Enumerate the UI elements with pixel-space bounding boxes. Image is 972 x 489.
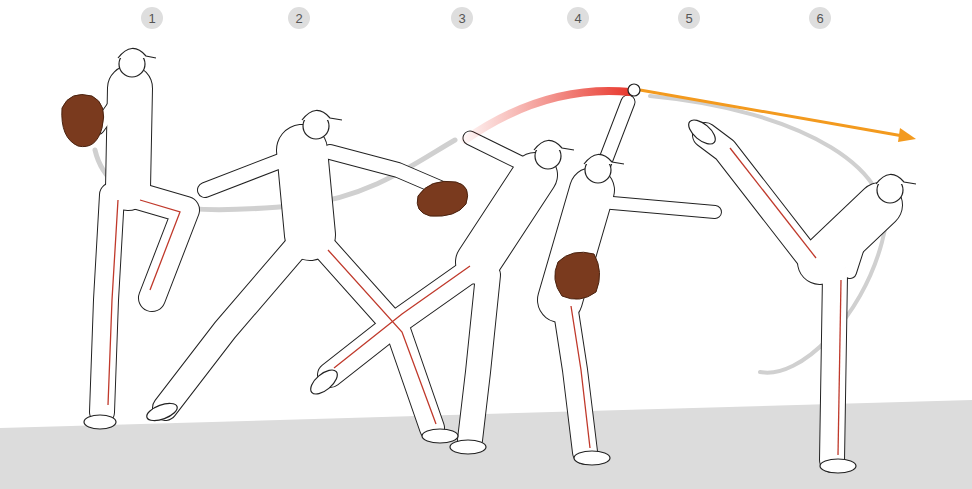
torso	[302, 150, 310, 235]
shoe	[422, 429, 458, 443]
shoe	[145, 400, 180, 424]
callout-circle: 4	[567, 7, 589, 29]
leg	[138, 196, 186, 298]
glove	[417, 181, 467, 216]
ball-path-arrow	[640, 90, 903, 136]
arm	[578, 200, 715, 212]
leg	[330, 272, 468, 375]
gloves	[62, 95, 600, 300]
stripe	[328, 250, 436, 424]
shoe	[574, 451, 610, 465]
callout-number: 4	[574, 12, 581, 25]
torso	[128, 88, 130, 188]
arm	[330, 152, 440, 188]
shoe	[307, 366, 342, 399]
stripe	[571, 306, 590, 448]
leg	[705, 135, 812, 262]
shoe	[820, 459, 856, 473]
callout-number: 2	[295, 12, 302, 25]
leg	[832, 275, 835, 460]
callout-circle: 1	[141, 7, 163, 29]
baseball	[628, 84, 640, 96]
arm	[205, 158, 288, 190]
leg	[470, 275, 488, 440]
leg	[165, 245, 298, 408]
follow-through-path	[650, 96, 885, 373]
shoe	[84, 415, 116, 429]
callout-number: 6	[816, 12, 823, 25]
shoe	[450, 440, 486, 454]
arrowhead	[898, 128, 916, 142]
arm	[850, 210, 870, 272]
leg	[470, 275, 488, 440]
torso	[128, 88, 130, 188]
stripe	[108, 200, 118, 405]
cap	[302, 110, 342, 120]
callout-number: 1	[148, 12, 155, 25]
torso	[478, 175, 535, 262]
callout-number: 5	[685, 12, 692, 25]
stripe	[838, 280, 841, 455]
leg	[705, 135, 812, 262]
cap	[534, 140, 574, 150]
acceleration-arc	[465, 91, 630, 140]
callout-number: 3	[458, 12, 465, 25]
arm	[470, 138, 525, 165]
leg	[102, 195, 112, 412]
stripe	[140, 200, 180, 290]
cap	[876, 174, 916, 184]
leg	[138, 196, 186, 298]
torso	[302, 150, 310, 235]
shoe	[685, 116, 720, 149]
leg	[102, 195, 112, 412]
stripe	[730, 148, 816, 258]
torso	[478, 175, 535, 262]
cap	[584, 154, 624, 164]
callout-circle: 6	[809, 7, 831, 29]
leg	[165, 245, 298, 408]
stripe	[334, 266, 470, 368]
leg	[832, 275, 835, 460]
shoes	[84, 116, 856, 473]
cap	[118, 48, 156, 58]
figure-outlines	[98, 88, 880, 460]
callout-circle: 3	[451, 7, 473, 29]
pant-stripes	[108, 148, 841, 455]
arm	[470, 138, 525, 165]
arm	[118, 100, 142, 135]
heads	[118, 48, 916, 203]
figure-fills	[98, 88, 880, 460]
glove	[555, 252, 600, 299]
arm	[205, 158, 288, 190]
glove	[62, 95, 104, 147]
arm	[330, 152, 440, 188]
callout-circle: 5	[678, 7, 700, 29]
callout-circle: 2	[288, 7, 310, 29]
